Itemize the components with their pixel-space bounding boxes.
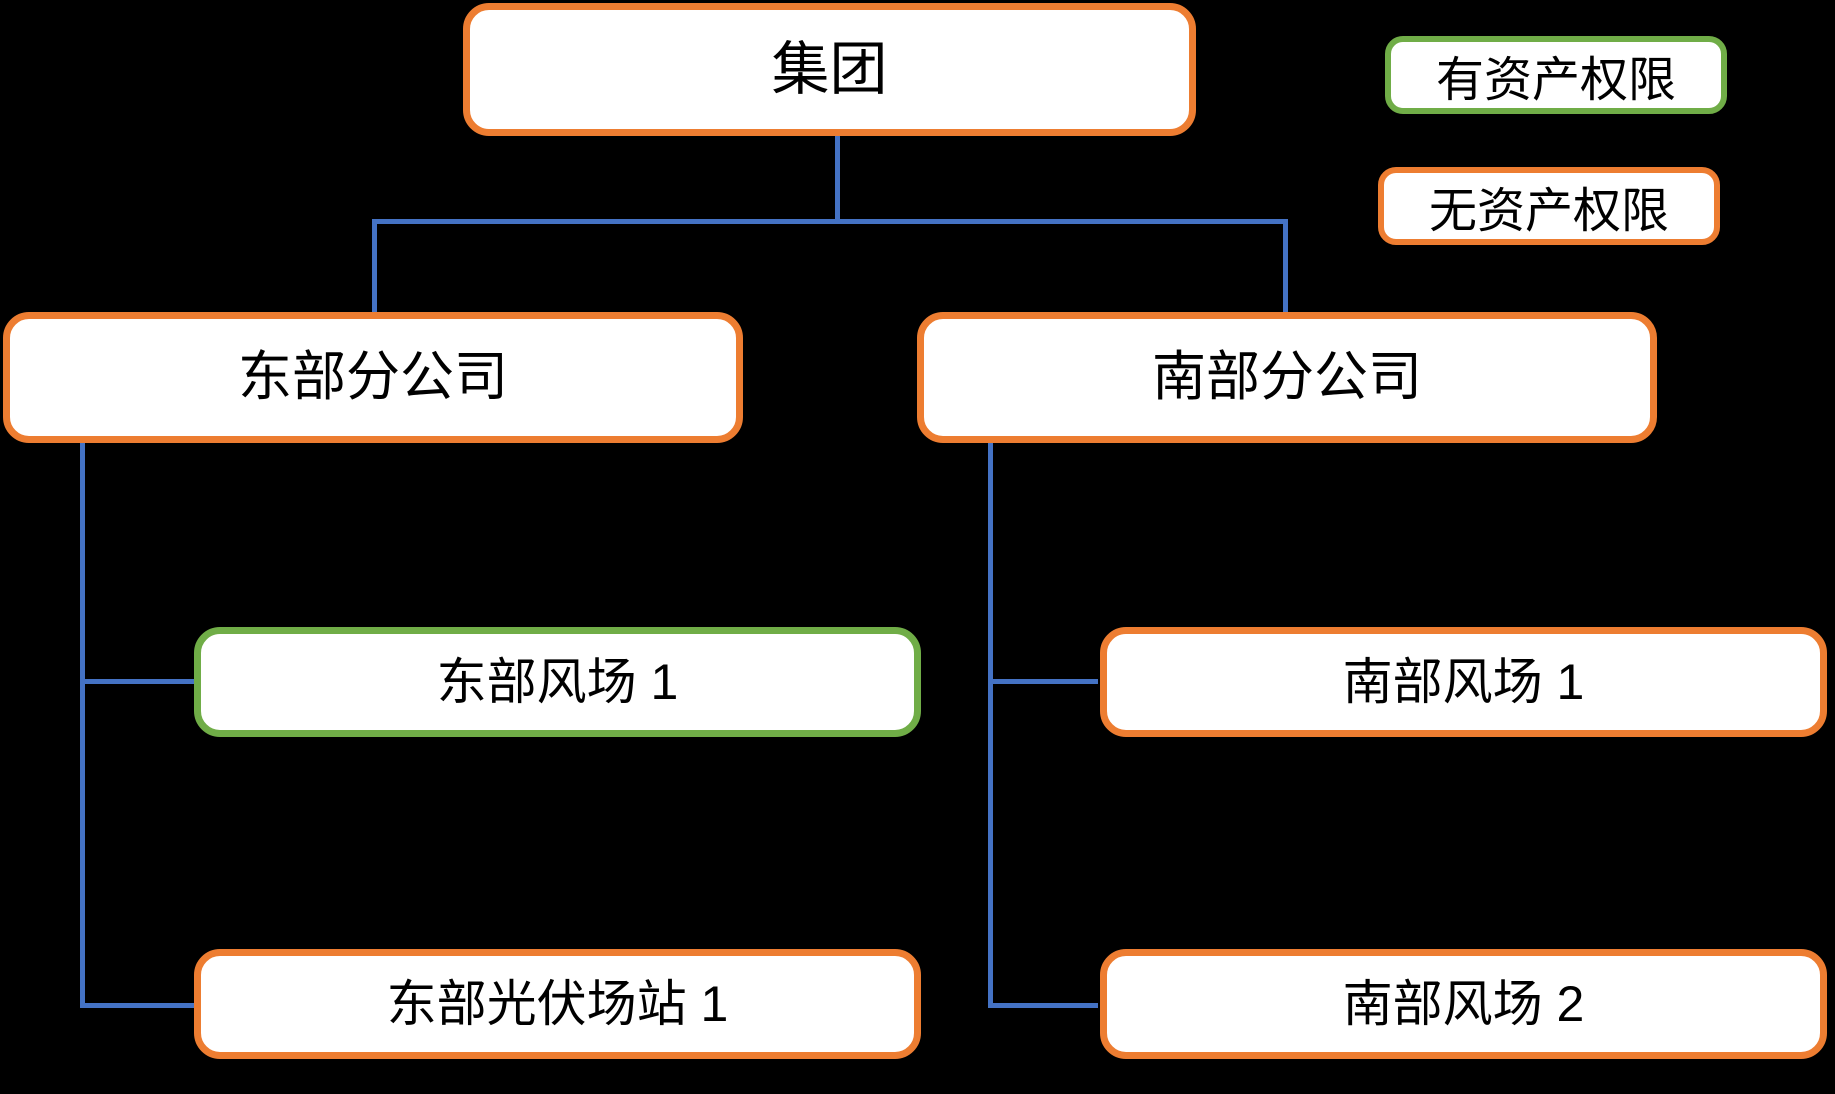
connector-root-stem: [835, 135, 840, 223]
node-label: 东部风场 1: [436, 653, 679, 710]
connector-root-to-south-branch: [1283, 219, 1288, 314]
node-east-branch[interactable]: 东部分公司: [3, 312, 743, 443]
node-label: 南部风场 2: [1342, 975, 1585, 1032]
node-group-root[interactable]: 集团: [463, 3, 1196, 136]
connector-south-to-wind-1: [988, 679, 1098, 684]
legend-item-has-asset-permission: 有资产权限: [1385, 36, 1727, 114]
connector-root-to-east-branch: [372, 219, 377, 314]
connector-east-to-wind-1: [80, 679, 200, 684]
node-label: 南部风场 1: [1342, 653, 1585, 710]
legend-label: 有资产权限: [1435, 54, 1676, 107]
node-south-branch[interactable]: 南部分公司: [917, 312, 1657, 443]
connector-root-bus: [372, 219, 1288, 224]
connector-east-spine: [80, 442, 85, 1008]
node-east-wind-farm-1[interactable]: 东部风场 1: [194, 627, 921, 737]
node-label: 南部分公司: [1152, 346, 1422, 407]
connector-south-spine: [988, 442, 993, 1008]
connector-south-to-wind-2: [988, 1003, 1098, 1008]
node-label: 东部光伏场站 1: [386, 975, 729, 1032]
connector-east-to-pv-1: [80, 1003, 200, 1008]
node-east-pv-station-1[interactable]: 东部光伏场站 1: [194, 949, 921, 1059]
node-south-wind-farm-1[interactable]: 南部风场 1: [1100, 627, 1827, 737]
legend-label: 无资产权限: [1428, 185, 1669, 238]
node-south-wind-farm-2[interactable]: 南部风场 2: [1100, 949, 1827, 1059]
node-label: 东部分公司: [238, 346, 508, 407]
node-label: 集团: [771, 36, 888, 102]
legend-item-no-asset-permission: 无资产权限: [1378, 167, 1720, 245]
